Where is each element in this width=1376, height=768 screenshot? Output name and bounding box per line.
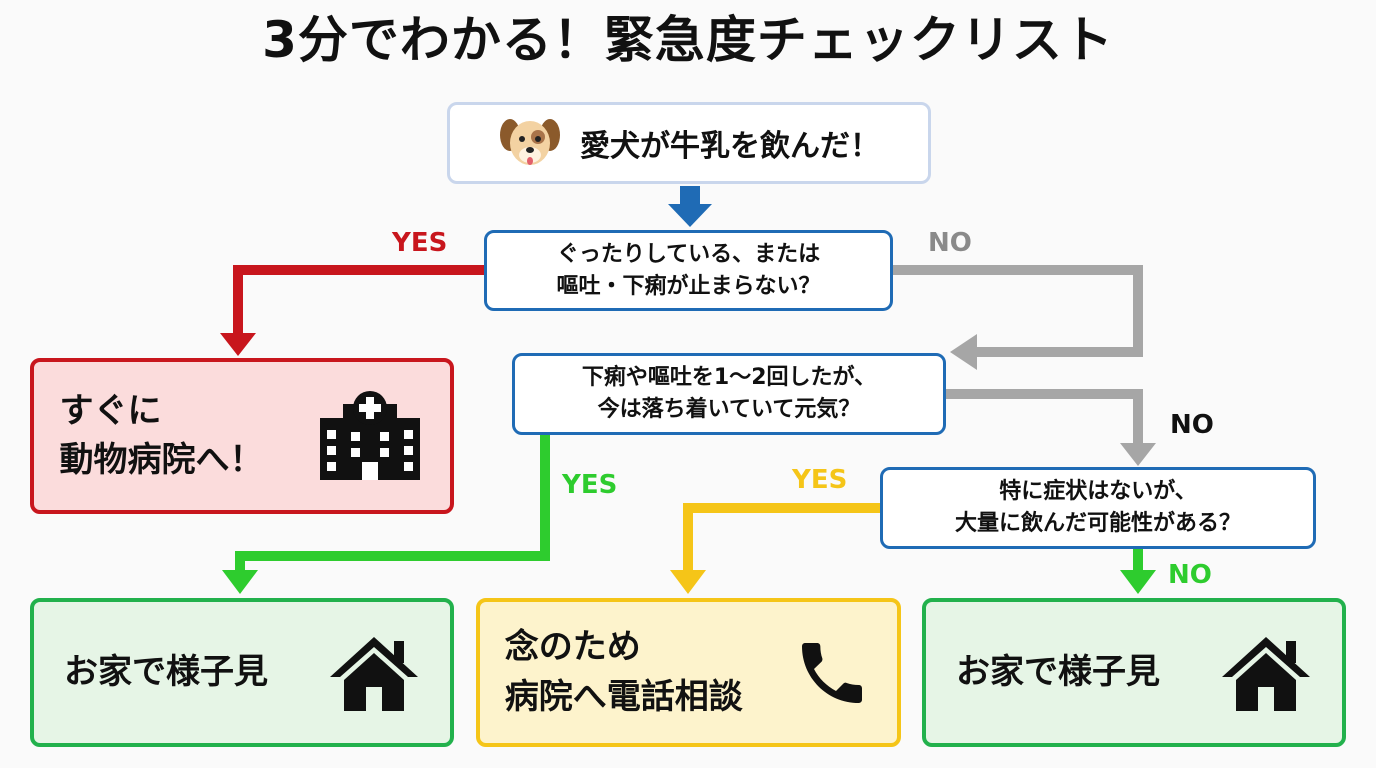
question-1-box: ぐったりしている、または嘔吐・下痢が止まらない？ — [484, 230, 893, 311]
q3-no-arrow — [1120, 548, 1156, 594]
q1-no-arrow — [892, 265, 1143, 370]
q3-yes-arrow — [670, 503, 880, 594]
result-hospital-box: すぐに動物病院へ！ — [30, 358, 454, 514]
phone-line2: 病院へ電話相談 — [504, 676, 743, 717]
page-title: 3分でわかる！緊急度チェックリスト — [262, 11, 1114, 69]
q3-yes-label: YES — [792, 465, 848, 495]
q2-no-arrow — [945, 389, 1156, 466]
q2-yes-arrow — [222, 435, 550, 594]
start-arrow — [668, 186, 712, 227]
question-2-line2: 今は落ち着いていて元気？ — [597, 397, 861, 422]
result-home-box-2: お家で様子見 — [922, 598, 1346, 747]
question-1-line2: 嘔吐・下痢が止まらない？ — [556, 273, 821, 299]
q3-no-label: NO — [1168, 560, 1212, 590]
q2-no-label: NO — [1170, 410, 1214, 440]
hospital-line2: 動物病院へ！ — [59, 440, 264, 480]
start-box: 愛犬が牛乳を飲んだ！ — [447, 102, 931, 184]
q1-no-label: NO — [928, 228, 972, 258]
phone-line1: 念のため — [504, 627, 641, 668]
question-2-box: 下痢や嘔吐を1〜2回したが、今は落ち着いていて元気？ — [512, 353, 946, 435]
hospital-line1: すぐに — [59, 390, 162, 431]
house-icon — [1222, 636, 1310, 711]
home1-text: お家で様子見 — [64, 651, 268, 692]
q2-yes-label: YES — [562, 470, 618, 500]
q1-yes-label: YES — [392, 228, 448, 258]
dog-face-icon — [500, 119, 560, 165]
question-3-line1: 特に症状はないが、 — [999, 479, 1197, 505]
home2-text: お家で様子見 — [956, 651, 1160, 692]
result-home-box-1: お家で様子見 — [30, 598, 454, 747]
question-2-line1: 下痢や嘔吐を1〜2回したが、 — [581, 365, 877, 391]
question-1-line1: ぐったりしている、または — [556, 241, 821, 267]
phone-icon — [802, 642, 863, 703]
question-3-box: 特に症状はないが、大量に飲んだ可能性がある？ — [880, 467, 1316, 549]
house-icon — [330, 636, 418, 711]
result-phone-box: 念のため病院へ電話相談 — [476, 598, 901, 747]
start-text: 愛犬が牛乳を飲んだ！ — [580, 129, 880, 164]
q1-yes-arrow — [220, 265, 486, 356]
hospital-icon — [319, 391, 420, 480]
question-3-line2: 大量に飲んだ可能性がある？ — [954, 511, 1241, 536]
